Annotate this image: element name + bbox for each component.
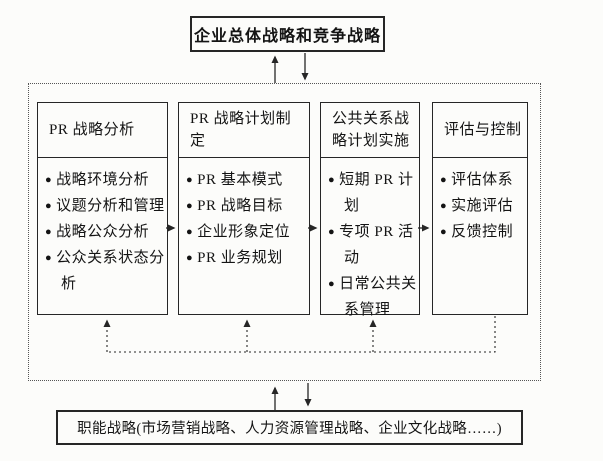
- stage-pr-analysis: PR 战略分析 战略环境分析 议题分析和管理 战略公众分析 公众关系状态分析: [37, 102, 168, 315]
- stage-title: 公共关系战略计划实施: [321, 103, 419, 158]
- stage-pr-plan-implementation: 公共关系战略计划实施 短期 PR 计划 专项 PR 活动 日常公共关系管理: [320, 102, 420, 318]
- list-item: 议题分析和管理: [45, 193, 165, 219]
- list-item: 短期 PR 计划: [328, 167, 417, 219]
- stage-evaluation-control: 评估与控制 评估体系 实施评估 反馈控制: [432, 102, 528, 315]
- corporate-strategy-label: 企业总体战略和竞争战略: [193, 28, 381, 45]
- list-item: 评估体系: [440, 167, 525, 193]
- functional-strategy-label: 职能战略(市场营销战略、人力资源管理战略、企业文化战略……): [77, 421, 502, 437]
- corporate-strategy-box: 企业总体战略和竞争战略: [190, 16, 385, 52]
- stage-pr-plan-formulation: PR 战略计划制定 PR 基本模式 PR 战略目标 企业形象定位 PR 业务规划: [178, 102, 310, 315]
- list-item: 专项 PR 活动: [328, 219, 417, 271]
- list-item: 战略环境分析: [45, 167, 165, 193]
- stage-list: 短期 PR 计划 专项 PR 活动 日常公共关系管理: [321, 158, 419, 323]
- stage-title: PR 战略分析: [38, 103, 167, 158]
- list-item: PR 战略目标: [186, 193, 307, 219]
- list-item: 日常公共关系管理: [328, 271, 417, 323]
- stage-list: 评估体系 实施评估 反馈控制: [433, 158, 527, 245]
- list-item: PR 基本模式: [186, 167, 307, 193]
- stage-title: 评估与控制: [433, 103, 527, 158]
- functional-strategy-box: 职能战略(市场营销战略、人力资源管理战略、企业文化战略……): [56, 410, 523, 445]
- stage-list: 战略环境分析 议题分析和管理 战略公众分析 公众关系状态分析: [38, 158, 167, 297]
- pr-process-dotted-container: [28, 83, 541, 381]
- list-item: 公众关系状态分析: [45, 245, 165, 297]
- list-item: PR 业务规划: [186, 245, 307, 271]
- list-item: 企业形象定位: [186, 219, 307, 245]
- list-item: 实施评估: [440, 193, 525, 219]
- list-item: 战略公众分析: [45, 219, 165, 245]
- stage-title: PR 战略计划制定: [179, 103, 309, 158]
- stage-list: PR 基本模式 PR 战略目标 企业形象定位 PR 业务规划: [179, 158, 309, 271]
- list-item: 反馈控制: [440, 219, 525, 245]
